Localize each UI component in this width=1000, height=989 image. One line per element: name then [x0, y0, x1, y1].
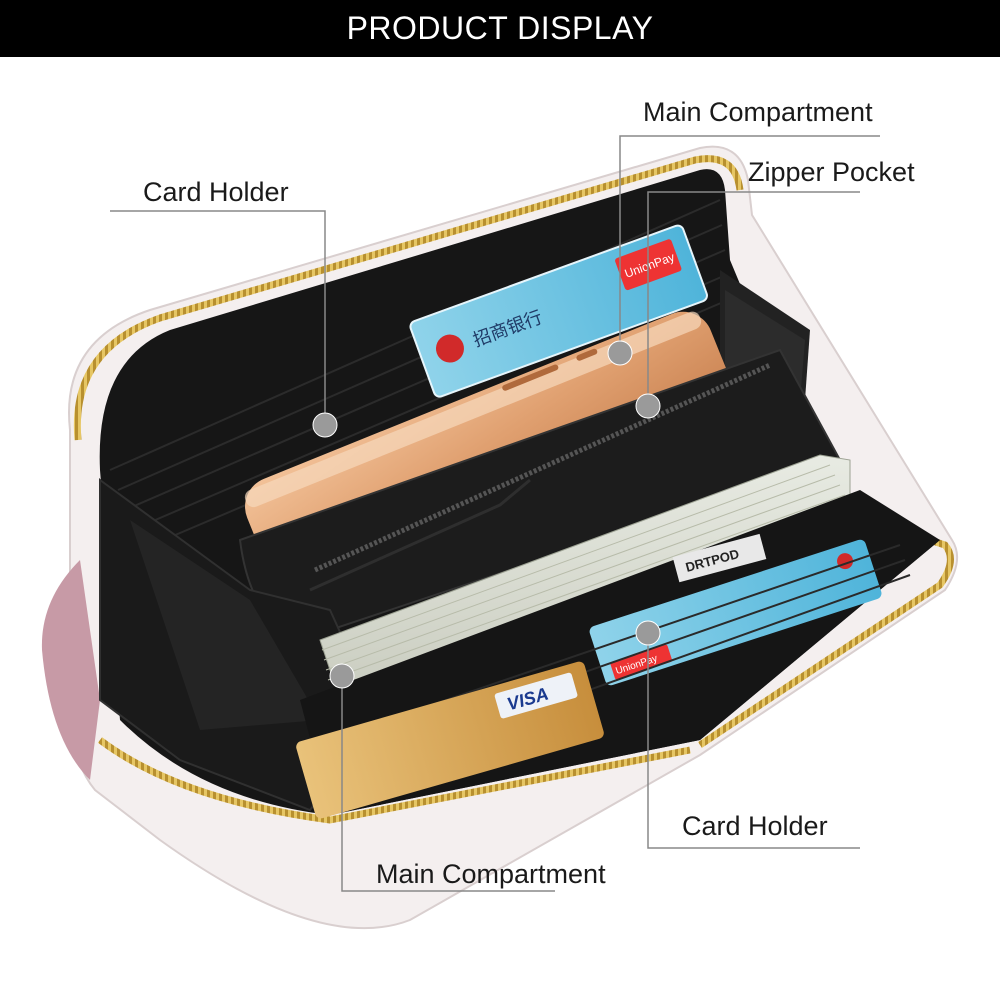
product-photo: 招商银行 UnionPay: [0, 57, 1000, 989]
label-main-compartment-bottom: Main Compartment: [376, 859, 606, 889]
bank-card-top: 招商银行 UnionPay: [409, 224, 708, 398]
label-main-compartment-top: Main Compartment: [643, 97, 873, 127]
zipper-right: [698, 506, 954, 748]
marker-card-holder-bottom: [635, 620, 661, 646]
callout-markers: [312, 340, 661, 689]
label-zipper-pocket: Zipper Pocket: [748, 157, 915, 187]
wallet-side-panel: [41, 560, 100, 780]
visa-card: VISA: [296, 661, 604, 819]
wallet-illustration: 招商银行 UnionPay: [41, 135, 959, 930]
zipper-top: [73, 155, 744, 441]
pocket-zipper: [313, 362, 772, 573]
marker-main-compartment-top: [607, 340, 633, 366]
marker-zipper-pocket: [635, 393, 661, 419]
label-card-holder-top: Card Holder: [143, 177, 289, 207]
marker-card-holder-top: [312, 412, 338, 438]
label-card-holder-bottom: Card Holder: [682, 811, 828, 841]
marker-main-compartment-bottom: [329, 663, 355, 689]
callout-leaders: [110, 135, 880, 892]
page-title: PRODUCT DISPLAY: [346, 10, 654, 46]
header-banner: PRODUCT DISPLAY: [0, 0, 1000, 57]
brand-tag: DRTPOD: [672, 533, 767, 583]
zipper-bottom: [97, 737, 691, 824]
